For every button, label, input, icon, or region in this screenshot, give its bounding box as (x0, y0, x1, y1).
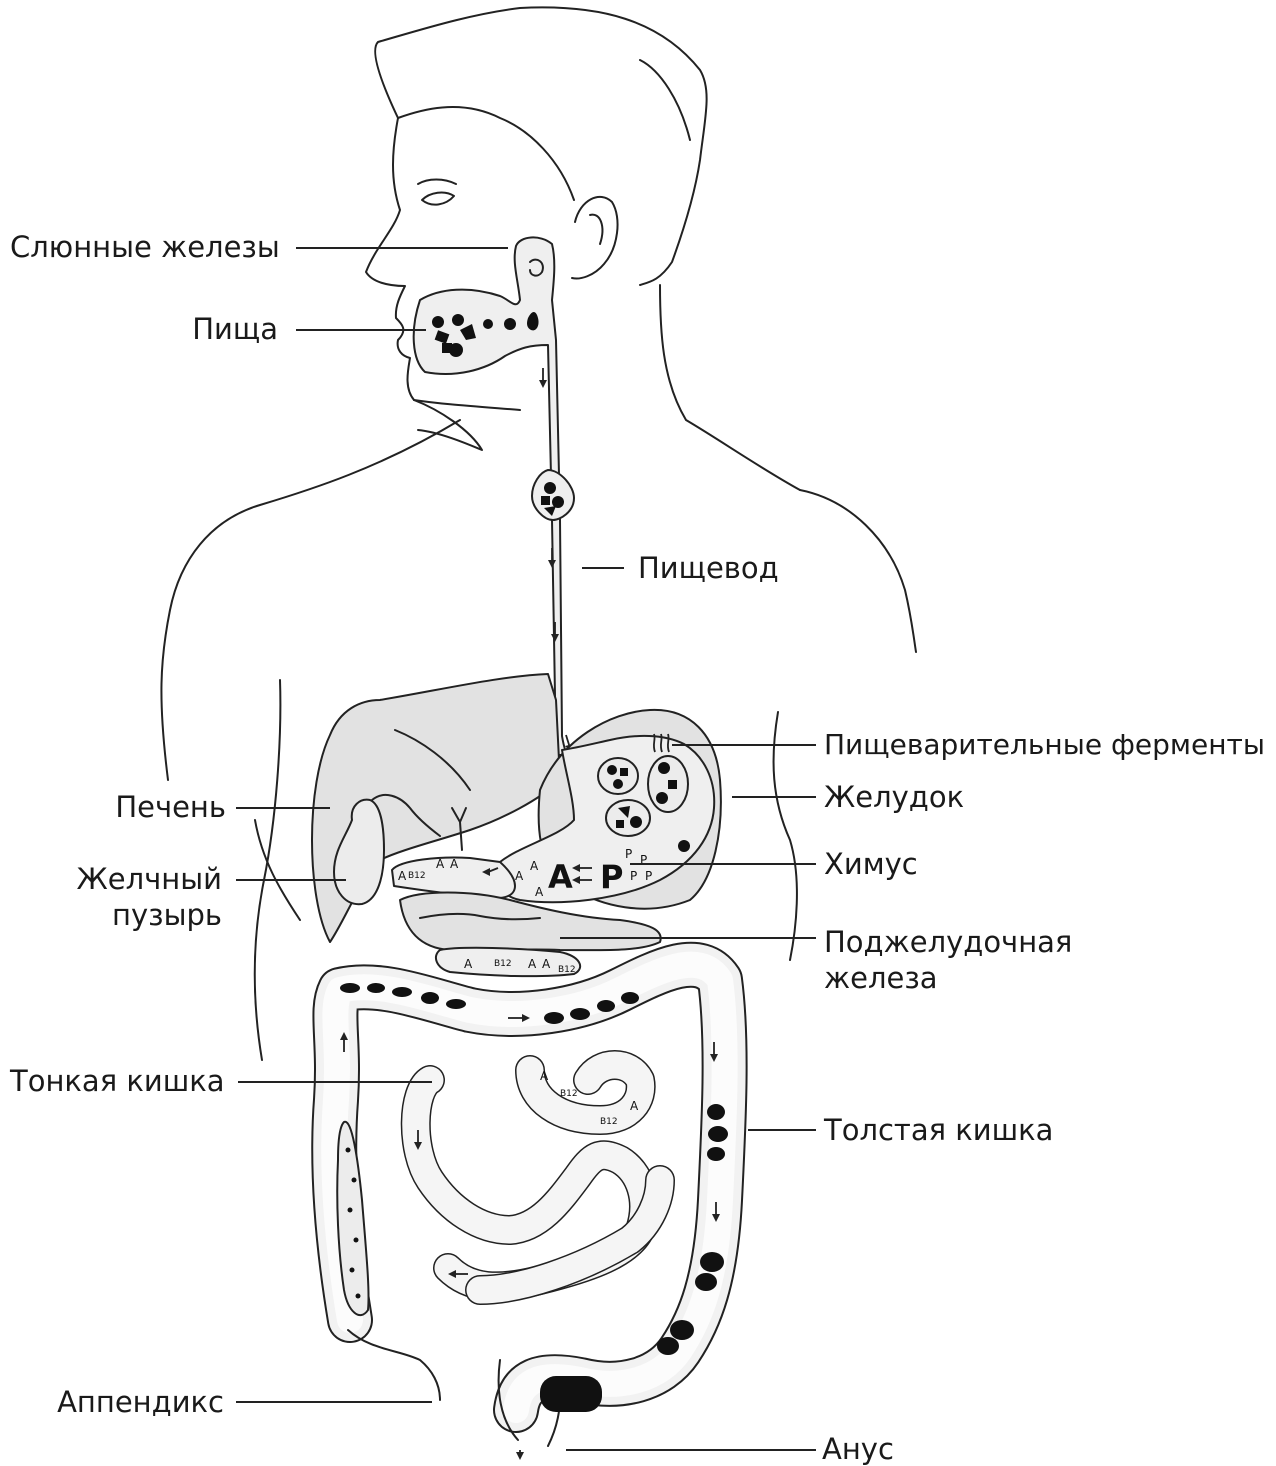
b12-marker: B12 (408, 871, 426, 881)
amylase-marker: A (398, 869, 407, 883)
b12-marker: B12 (558, 965, 576, 975)
amylase-marker: A (464, 957, 473, 971)
label-appendix: Аппендикс (20, 1385, 224, 1419)
label-pancreas-line1: Поджелудочная (824, 925, 1072, 959)
label-small-intestine: Тонкая кишка (10, 1064, 224, 1098)
b12-marker: B12 (560, 1089, 578, 1099)
label-digestive-enzymes: Пищеварительные ферменты (824, 728, 1265, 762)
label-gallbladder-line2: пузырь (40, 898, 222, 932)
amylase-large-marker: A (548, 858, 573, 896)
amylase-marker: A (528, 957, 537, 971)
amylase-marker: A (515, 869, 524, 883)
amylase-marker: A (535, 885, 544, 899)
amylase-marker: A (450, 857, 459, 871)
b12-marker: B12 (600, 1117, 618, 1127)
small-intestine (416, 1065, 660, 1290)
label-esophagus: Пищевод (638, 551, 779, 585)
protease-marker: P (625, 847, 632, 861)
amylase-marker: A (542, 957, 551, 971)
protease-marker: P (630, 869, 637, 883)
label-salivary-glands: Слюнные железы (10, 230, 272, 264)
label-large-intestine: Толстая кишка (824, 1113, 1053, 1147)
amylase-marker: A (540, 1069, 549, 1083)
label-chyme: Химус (824, 847, 918, 881)
protease-large-marker: P (600, 858, 623, 896)
label-food: Пища (150, 312, 278, 346)
food-bolus-esophagus (532, 470, 574, 520)
label-liver: Печень (80, 790, 226, 824)
label-pancreas-line2: железа (824, 961, 938, 995)
label-anus: Анус (822, 1432, 894, 1466)
amylase-marker: A (530, 859, 539, 873)
amylase-marker: A (630, 1099, 639, 1113)
protease-marker: P (645, 869, 652, 883)
label-gallbladder-line1: Желчный (40, 862, 222, 896)
amylase-marker: A (436, 857, 445, 871)
label-stomach: Желудок (824, 780, 964, 814)
b12-marker: B12 (494, 959, 512, 969)
